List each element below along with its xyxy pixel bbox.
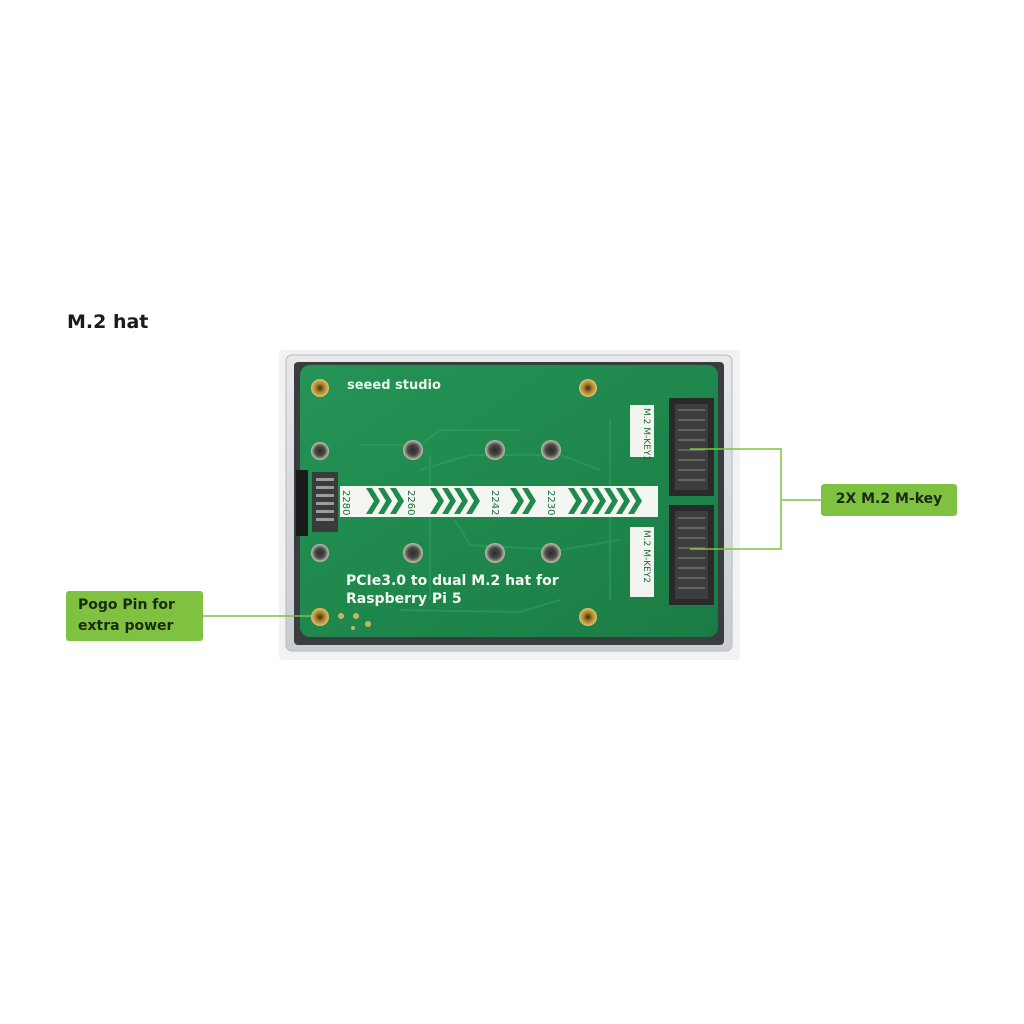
callout-lines: [203, 448, 821, 617]
length-mark-2230: 2230: [545, 490, 556, 515]
length-mark-2242: 2242: [489, 490, 500, 515]
brand-logo: seeed studio: [347, 378, 441, 393]
callout-pogo-line1: Pogo Pin for: [78, 597, 175, 613]
board-title-line1: PCIe3.0 to dual M.2 hat for: [346, 573, 559, 589]
m2-slot-2: M.2 M-KEY2: [630, 505, 714, 605]
brass-standoffs: [311, 379, 597, 626]
callout-pogo-line2: extra power: [78, 618, 174, 634]
standoff-holes: [311, 440, 561, 563]
pogo-pins: [311, 608, 371, 630]
length-mark-2260: 2260: [405, 490, 416, 515]
callout-pogo-pin: Pogo Pin for extra power: [66, 591, 203, 641]
m2-slot-1: M.2 M-KEY1: [630, 398, 714, 496]
page-heading: M.2 hat: [67, 311, 149, 333]
pcb-board: 2280 2260 2242 2230: [296, 365, 718, 637]
length-mark-2280: 2280: [340, 490, 351, 515]
slot1-label: M.2 M-KEY1: [641, 408, 651, 461]
board-title-line2: Raspberry Pi 5: [346, 591, 462, 607]
callout-m2-mkey: 2X M.2 M-key: [821, 484, 957, 516]
slot2-label: M.2 M-KEY2: [641, 530, 651, 583]
